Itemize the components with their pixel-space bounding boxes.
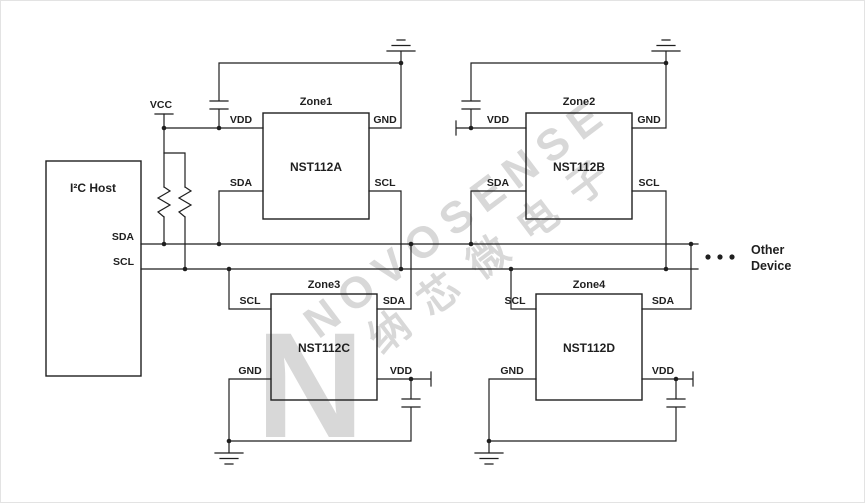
zone1-scl-wire bbox=[368, 190, 402, 270]
other-device-label-line1: Other bbox=[751, 243, 784, 257]
zone4-gnd-wire bbox=[488, 378, 537, 442]
bus-continuation: Other Device bbox=[705, 243, 791, 273]
zone1-ground-icon bbox=[386, 39, 416, 64]
zone1-part-label: NST112A bbox=[290, 160, 342, 174]
zone3-part-label: NST112C bbox=[298, 341, 350, 355]
zone4-pin-scl-label: SCL bbox=[505, 295, 527, 307]
zone4-title: Zone4 bbox=[573, 279, 606, 291]
zone2-box bbox=[525, 112, 633, 220]
zone3-vdd-wire bbox=[376, 371, 432, 387]
zone4-pin-vdd-label: VDD bbox=[652, 365, 675, 377]
zone2-pin-scl-label: SCL bbox=[639, 177, 661, 189]
zone4-sda-wire bbox=[641, 243, 692, 310]
watermark: N NOVOSENSE 纳芯微电子 bbox=[256, 87, 634, 469]
zone1-pin-vdd-label: VDD bbox=[230, 114, 253, 126]
zone1-pin-scl-label: SCL bbox=[375, 177, 397, 189]
zone3-ground-icon bbox=[214, 440, 244, 465]
zone2-sda-wire bbox=[470, 190, 527, 245]
zone4-vdd-wire bbox=[641, 371, 694, 387]
zone2-pin-gnd-label: GND bbox=[637, 114, 661, 126]
zone3-scl-wire bbox=[228, 268, 272, 310]
zone4-pin-gnd-label: GND bbox=[500, 365, 524, 377]
zone4-pin-sda-label: SDA bbox=[652, 295, 675, 307]
zone3-pin-vdd-label: VDD bbox=[390, 365, 413, 377]
zone2-scl-wire bbox=[631, 190, 667, 270]
zone4: Zone4 NST112D SCL SDA GND VDD bbox=[474, 243, 694, 465]
i2c-host: I²C Host SDA SCL bbox=[45, 160, 142, 377]
zone2-gnd-wire bbox=[631, 62, 667, 129]
zone1-capacitor-icon bbox=[209, 62, 402, 129]
host-label: I²C Host bbox=[70, 181, 116, 195]
other-device-label-line2: Device bbox=[751, 259, 791, 273]
zone4-ground-icon bbox=[474, 440, 504, 465]
ellipsis-dots-icon bbox=[705, 254, 735, 260]
zone2-title: Zone2 bbox=[563, 96, 595, 108]
resistor-r1-icon bbox=[156, 186, 172, 218]
zone3-pin-sda-label: SDA bbox=[383, 295, 406, 307]
zone1-gnd-wire bbox=[368, 62, 402, 129]
zone3-capacitor-icon bbox=[228, 378, 421, 442]
resistor-r2-icon bbox=[177, 186, 193, 218]
junction-dots bbox=[161, 60, 694, 444]
zone4-part-label: NST112D bbox=[563, 341, 615, 355]
zone3-box bbox=[270, 293, 378, 401]
zone4-box bbox=[535, 293, 643, 401]
zone2-capacitor-icon bbox=[461, 62, 667, 129]
zone4-scl-wire bbox=[510, 268, 537, 310]
zone3: Zone3 NST112C SCL SDA GND VDD bbox=[214, 243, 432, 465]
zone3-pin-gnd-label: GND bbox=[238, 365, 262, 377]
zone1-pin-sda-label: SDA bbox=[230, 177, 253, 189]
zone4-capacitor-icon bbox=[488, 378, 686, 442]
zone2-pin-vdd-label: VDD bbox=[487, 114, 510, 126]
zone3-sda-wire bbox=[376, 243, 412, 310]
zone1-title: Zone1 bbox=[300, 96, 332, 108]
pullup-branch-wire bbox=[163, 152, 186, 188]
zone3-gnd-wire bbox=[228, 378, 272, 442]
zone2-ground-icon bbox=[651, 39, 681, 64]
zone1: Zone1 NST112A VDD GND SDA SCL bbox=[163, 39, 416, 270]
zone2-pin-sda-label: SDA bbox=[487, 177, 510, 189]
zone2: Zone2 NST112B VDD GND SDA SCL bbox=[455, 39, 681, 270]
zone1-sda-wire bbox=[218, 190, 264, 245]
vcc-pullups: VCC bbox=[150, 99, 193, 270]
host-pin-sda-label: SDA bbox=[112, 231, 135, 243]
host-pin-scl-label: SCL bbox=[113, 256, 135, 268]
zone1-box bbox=[262, 112, 370, 220]
zone2-part-label: NST112B bbox=[553, 160, 605, 174]
zone2-vdd-wire bbox=[455, 120, 527, 136]
vcc-label: VCC bbox=[150, 99, 173, 111]
zone3-pin-scl-label: SCL bbox=[240, 295, 262, 307]
zone3-title: Zone3 bbox=[308, 279, 340, 291]
zone1-pin-gnd-label: GND bbox=[373, 114, 397, 126]
